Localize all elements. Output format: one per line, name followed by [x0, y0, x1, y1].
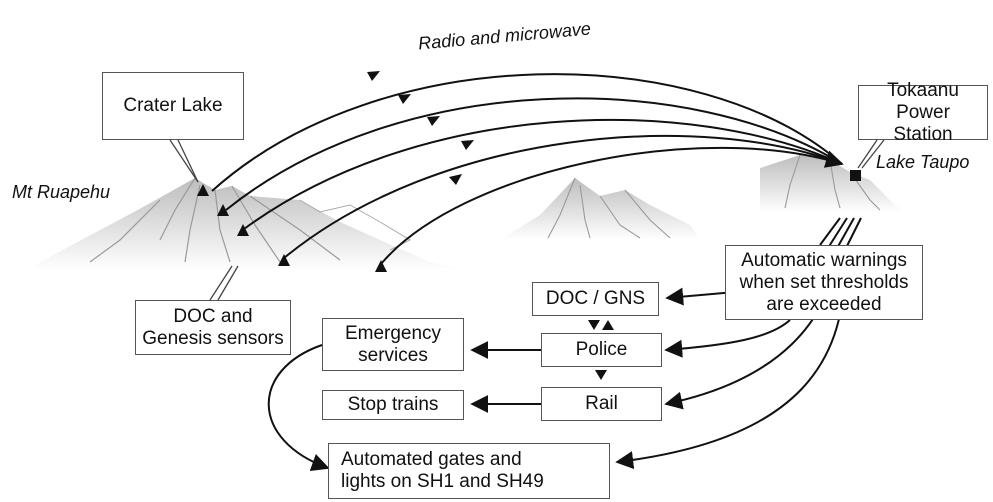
police-label: Police [575, 339, 628, 360]
sensor-triangle-icon [375, 260, 387, 272]
sensors-line1: DOC and [173, 305, 253, 327]
doc-gns-box: DOC / GNS [532, 282, 659, 316]
sensor-triangle-icon [217, 204, 229, 216]
radio-links [211, 73, 844, 265]
auto-warnings-line2: when set thresholds [739, 271, 909, 293]
police-doc-link-icons [588, 320, 614, 380]
sensor-triangle-icon [197, 184, 209, 196]
rail-box: Rail [541, 387, 662, 421]
tokaanu-line2: Power Station [893, 101, 953, 145]
lake-taupo-label: Lake Taupo [876, 152, 970, 172]
taupo-mountain-illustration [760, 154, 905, 212]
sensor-triangle-icon [237, 224, 249, 236]
stop-trains-label: Stop trains [347, 394, 439, 415]
callout-lines [169, 139, 885, 301]
auto-warnings-line3: are exceeded [766, 293, 882, 315]
crater-lake-label: Crater Lake [123, 95, 223, 116]
auto-warnings-box: Automatic warnings when set thresholds a… [725, 245, 923, 320]
middle-mountain-illustration [500, 177, 700, 240]
tokaanu-line1: Tokaanu [887, 79, 959, 101]
sensor-markers [197, 184, 387, 272]
rail-label: Rail [585, 393, 618, 414]
emergency-line2: services [358, 344, 428, 366]
emergency-box: Emergency services [322, 318, 464, 371]
warning-signal-lines [819, 217, 862, 253]
gates-box: Automated gates and lights on SH1 and SH… [328, 443, 610, 499]
mt-ruapehu-label: Mt Ruapehu [12, 182, 111, 202]
sensors-line2: Genesis sensors [142, 327, 284, 349]
sensors-box: DOC and Genesis sensors [135, 300, 291, 355]
doc-gns-label: DOC / GNS [545, 288, 646, 309]
radio-link-arrowheads [367, 71, 474, 185]
power-station-marker-icon [850, 170, 861, 181]
sensor-triangle-icon [278, 254, 290, 266]
police-box: Police [541, 333, 662, 367]
gates-line2: lights on SH1 and SH49 [341, 471, 544, 492]
crater-lake-box: Crater Lake [102, 72, 244, 140]
auto-warnings-line1: Automatic warnings [741, 249, 907, 271]
tokaanu-box: Tokaanu Power Station [858, 80, 988, 145]
stop-trains-box: Stop trains [322, 390, 464, 420]
emergency-line1: Emergency [344, 322, 442, 344]
gates-line1: Automated gates and [341, 449, 522, 470]
